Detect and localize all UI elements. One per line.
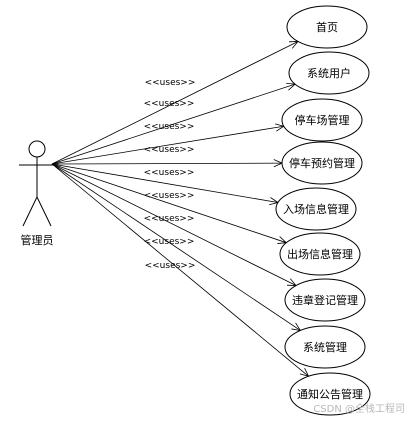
uses-labels: <<uses>> <<uses>> <<uses>> <<uses>> <<uses>>… xyxy=(144,78,196,271)
use-case: 通知公告管理 xyxy=(289,372,371,416)
association-line xyxy=(51,163,297,286)
uses-label: <<uses>> xyxy=(145,78,196,88)
use-case-label: 系统管理 xyxy=(303,340,347,354)
uses-label: <<uses>> xyxy=(145,261,196,271)
watermark: CSDN @全栈工程司 xyxy=(313,404,405,415)
association-line xyxy=(51,163,279,203)
uses-label: <<uses>> xyxy=(144,145,195,155)
use-case-label: 入场信息管理 xyxy=(283,202,349,216)
uses-label: <<uses>> xyxy=(144,214,195,224)
use-case: 违章登记管理 xyxy=(284,278,366,322)
uses-label: <<uses>> xyxy=(144,191,195,201)
association-line xyxy=(51,163,301,331)
actor-head xyxy=(28,140,46,158)
uses-label: <<uses>> xyxy=(144,99,195,109)
use-case-label: 停车场管理 xyxy=(295,113,350,127)
use-case-ellipse xyxy=(289,372,371,416)
use-case: 入场信息管理 xyxy=(275,187,357,231)
use-case-ellipse xyxy=(288,51,370,95)
use-case: 首页 xyxy=(286,5,368,49)
use-case-label: 通知公告管理 xyxy=(297,387,363,401)
association-line xyxy=(51,83,296,165)
use-case: 停车场管理 xyxy=(281,98,363,142)
uses-label: <<uses>> xyxy=(144,168,195,178)
use-case-ellipse xyxy=(284,325,366,369)
use-case-ellipse xyxy=(284,278,366,322)
association-line xyxy=(51,125,284,165)
actor-admin: 管理员 xyxy=(19,140,55,247)
use-case: 出场信息管理 xyxy=(279,232,361,276)
association-lines xyxy=(51,41,310,377)
actor-right-leg xyxy=(36,196,52,227)
actor-left-leg xyxy=(22,196,38,227)
use-case-label: 停车预约管理 xyxy=(289,156,355,170)
use-case-label: 系统用户 xyxy=(307,66,351,80)
uses-label: <<uses>> xyxy=(144,122,195,132)
association-line xyxy=(51,163,287,244)
use-case-label: 出场信息管理 xyxy=(287,247,353,261)
association-line xyxy=(51,162,283,165)
association-line xyxy=(51,163,309,377)
use-case: 系统管理 xyxy=(284,325,366,369)
use-case-label: 首页 xyxy=(316,20,338,34)
association-line xyxy=(51,41,299,165)
use-case-ellipse xyxy=(279,232,361,276)
use-case-ellipse xyxy=(281,141,363,185)
use-case: 系统用户 xyxy=(288,51,370,95)
use-case-ellipse xyxy=(281,98,363,142)
use-case-ellipse xyxy=(275,187,357,231)
use-cases: 首页系统用户停车场管理停车预约管理入场信息管理出场信息管理违章登记管理系统管理通… xyxy=(275,5,371,416)
use-case: 停车预约管理 xyxy=(281,141,363,185)
use-case-ellipse xyxy=(286,5,368,49)
uses-label: <<uses>> xyxy=(144,237,195,247)
use-case-label: 违章登记管理 xyxy=(292,293,358,307)
actor-label: 管理员 xyxy=(21,233,54,247)
